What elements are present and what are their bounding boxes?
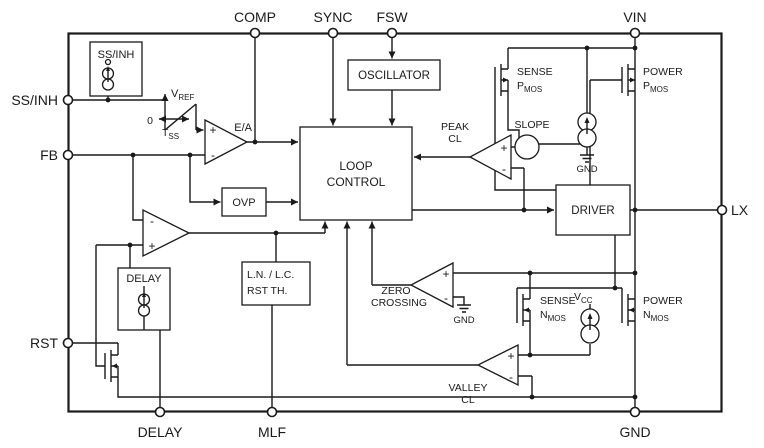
pin-delay xyxy=(154,406,166,418)
pin-mlf xyxy=(266,406,278,418)
loop-control-block xyxy=(299,126,413,221)
pin-ss-inh xyxy=(62,94,74,106)
pin-fb xyxy=(62,149,74,161)
wire-vref-ramp xyxy=(164,103,197,131)
zero-crossing-comparator-triangle xyxy=(409,261,454,309)
oscillator-block xyxy=(347,59,441,91)
rst-comparator-triangle xyxy=(142,208,191,258)
wire-vin-main xyxy=(507,37,718,412)
valley-cl-comparator-triangle xyxy=(476,343,519,387)
valley-minus-sign: - xyxy=(509,370,513,384)
pin-label-vin: VIN xyxy=(623,9,646,25)
driver-label: DRIVER xyxy=(571,205,614,217)
vcc-current-source xyxy=(580,308,600,344)
peak-cl-label-1: PEAK xyxy=(441,121,469,133)
pin-rst xyxy=(62,337,74,349)
valley-plus-sign: + xyxy=(507,349,514,363)
slope-current-source xyxy=(577,112,597,148)
pin-fsw xyxy=(386,27,398,39)
ovp-block xyxy=(221,187,267,217)
ss-inh-block xyxy=(89,41,143,97)
driver-block xyxy=(555,184,631,236)
power-pmos-transistor xyxy=(621,64,635,96)
rstcomp-minus-sign: - xyxy=(150,214,154,228)
pin-comp xyxy=(249,27,261,39)
zc-minus-sign: - xyxy=(444,291,448,305)
rst-output-transistor xyxy=(104,350,119,382)
pin-label-mlf: MLF xyxy=(258,424,286,440)
zero-crossing-label-2: CROSSING xyxy=(371,297,427,309)
pin-label-fsw: FSW xyxy=(376,9,408,25)
ea-plus-sign: + xyxy=(209,123,216,137)
wire-fb-net xyxy=(72,154,211,221)
loop-control-label-1: LOOP xyxy=(339,159,372,173)
rst-threshold-label-1: L.N. / L.C. xyxy=(247,269,294,281)
pin-vin xyxy=(629,27,641,39)
pin-label-delay: DELAY xyxy=(138,424,184,440)
peak-plus-sign: + xyxy=(500,141,507,155)
loop-control-label-2: CONTROL xyxy=(327,175,386,189)
ovp-label: OVP xyxy=(232,197,255,209)
ea-minus-sign: - xyxy=(211,148,215,162)
slope-summing-node xyxy=(514,134,540,160)
pin-label-ss-inh: SS/INH xyxy=(11,92,58,108)
junction-dots xyxy=(105,45,638,400)
pin-label-fb: FB xyxy=(40,147,58,163)
power-nmos-label-2: NMOS xyxy=(643,309,669,323)
wiring xyxy=(72,37,718,412)
peak-cl-comparator-triangle xyxy=(468,133,512,181)
oscillator-label: OSCILLATOR xyxy=(358,70,430,82)
sense-pmos-label-2: PMOS xyxy=(517,80,542,94)
vref-label: VREF xyxy=(171,88,194,102)
wire-valley-net xyxy=(346,300,591,397)
power-nmos-label-1: POWER xyxy=(643,295,683,307)
pin-sync xyxy=(327,27,339,39)
rst-threshold-block xyxy=(241,261,311,306)
pin-label-rst: RST xyxy=(30,335,58,351)
delay-block-label: DELAY xyxy=(126,273,162,285)
ss-inh-block-label: SS/INH xyxy=(98,49,135,61)
sense-nmos-transistor xyxy=(516,294,531,326)
valley-cl-label-2: CL xyxy=(461,394,475,406)
error-amplifier-label: E/A xyxy=(234,122,252,134)
zero-crossing-label-1: ZERO xyxy=(381,285,410,297)
zero-origin-label: 0 xyxy=(147,115,153,127)
rstcomp-plus-sign: + xyxy=(148,239,155,253)
gnd-label-slope: GND xyxy=(576,164,597,175)
pin-label-sync: SYNC xyxy=(314,9,353,25)
sense-nmos-label-1: SENSE xyxy=(540,295,576,307)
sense-pmos-transistor xyxy=(494,64,509,96)
tss-label: TSS xyxy=(162,127,179,141)
ss-inh-current-source xyxy=(101,58,115,91)
valley-cl-label-1: VALLEY xyxy=(449,382,488,394)
delay-current-source xyxy=(137,286,151,330)
pin-gnd xyxy=(629,406,641,418)
gnd-symbol-zero-crossing xyxy=(457,304,471,313)
power-pmos-label-2: PMOS xyxy=(643,80,668,94)
pin-lx xyxy=(716,204,728,216)
pin-label-lx: LX xyxy=(731,202,749,218)
power-nmos-transistor xyxy=(621,294,635,326)
sense-nmos-label-2: NMOS xyxy=(540,309,566,323)
power-pmos-label-1: POWER xyxy=(643,66,683,78)
gnd-label-zero-crossing: GND xyxy=(453,315,474,326)
pin-label-gnd: GND xyxy=(619,424,650,440)
zc-plus-sign: + xyxy=(442,267,449,281)
error-amplifier-triangle xyxy=(204,118,249,166)
package-pins xyxy=(62,27,728,418)
rst-threshold-label-2: RST TH. xyxy=(247,285,287,297)
gnd-symbol-slope xyxy=(580,154,594,163)
peak-minus-sign: - xyxy=(502,162,506,176)
wire-sense-pmos xyxy=(494,48,588,191)
slope-label: SLOPE xyxy=(514,119,549,131)
vcc-label: VCC xyxy=(574,291,593,305)
peak-cl-label-2: CL xyxy=(448,133,462,145)
pin-label-comp: COMP xyxy=(234,9,276,25)
wire-peak-minus xyxy=(511,146,525,210)
wire-zc-net xyxy=(371,272,635,305)
sense-pmos-label-1: SENSE xyxy=(517,66,553,78)
